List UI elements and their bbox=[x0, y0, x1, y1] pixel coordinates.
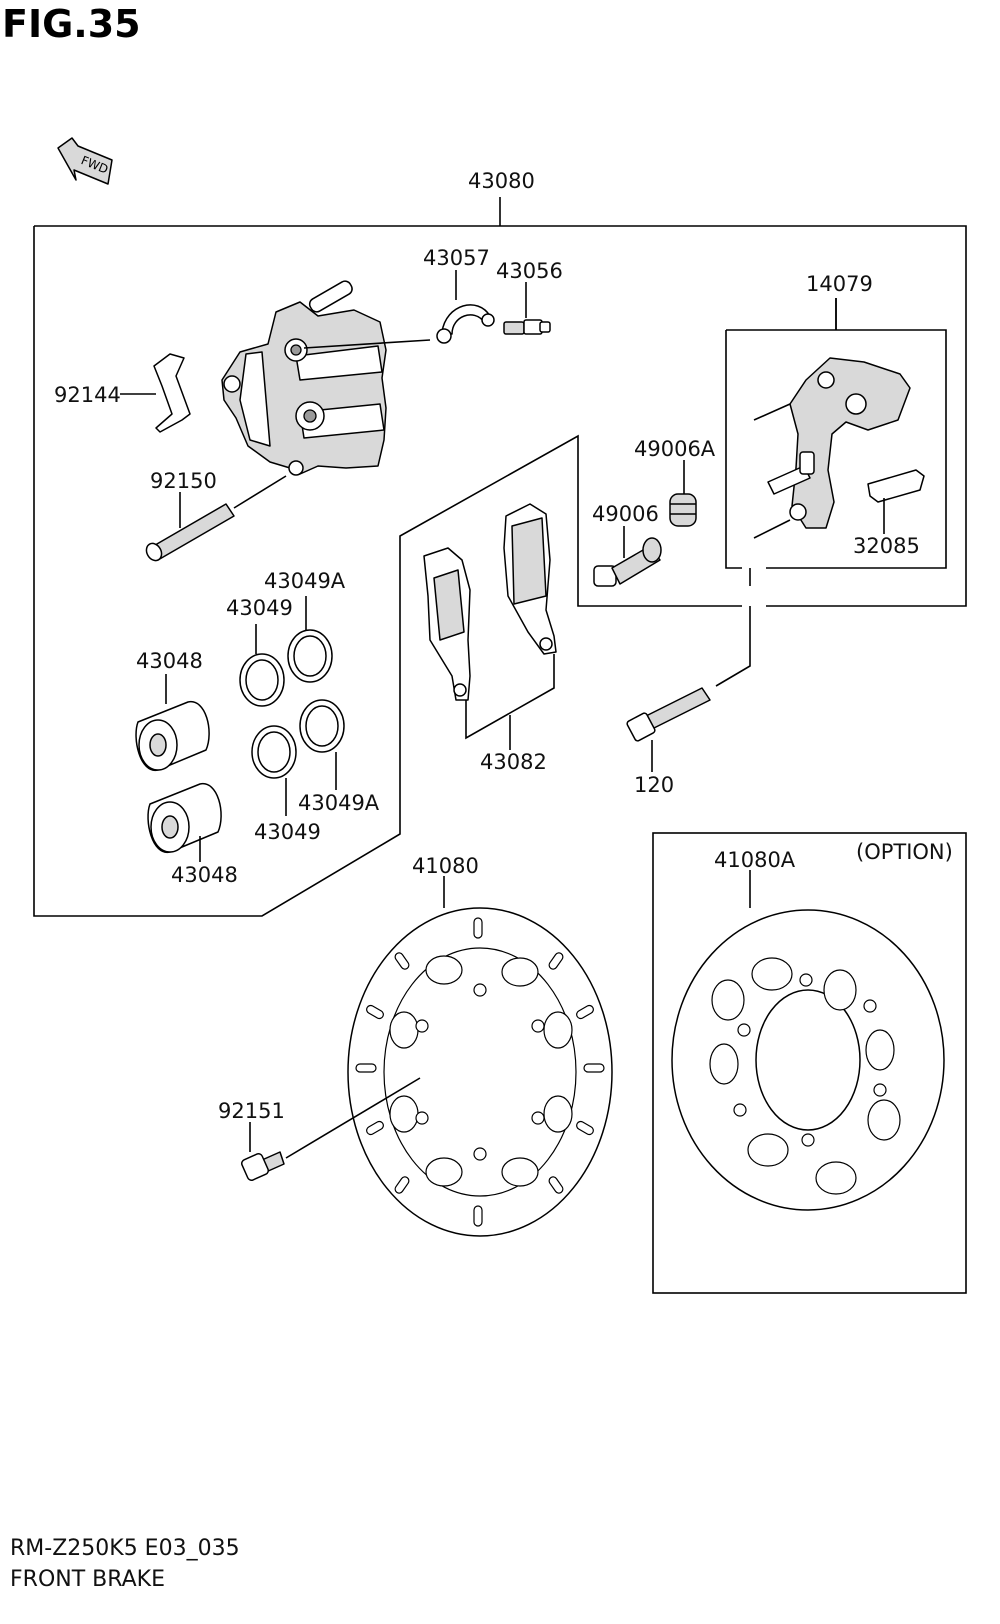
part-43082-pads bbox=[423, 503, 557, 750]
part-41080-disc bbox=[347, 876, 613, 1237]
callout-120: 120 bbox=[634, 773, 674, 797]
footer-model-code: RM-Z250K5 E03_035 bbox=[10, 1536, 240, 1561]
part-92150 bbox=[145, 475, 287, 562]
part-43048-pistons bbox=[135, 674, 222, 862]
callout-32085: 32085 bbox=[853, 534, 920, 558]
disc-41080-bolt-holes bbox=[415, 983, 545, 1161]
part-92151-bolt bbox=[241, 1077, 421, 1181]
callout-43080: 43080 bbox=[468, 169, 535, 193]
callout-43049-top: 43049 bbox=[226, 596, 293, 620]
caliper-assembly-outline bbox=[33, 197, 967, 917]
callout-43048-bottom: 43048 bbox=[171, 863, 238, 887]
option-outline bbox=[652, 832, 967, 1294]
part-43049-seals bbox=[239, 596, 345, 816]
callout-43082: 43082 bbox=[480, 750, 547, 774]
footer-section-name: FRONT BRAKE bbox=[10, 1567, 166, 1592]
part-120-bolt bbox=[626, 568, 751, 772]
caliper-body bbox=[221, 280, 431, 476]
callout-41080: 41080 bbox=[412, 854, 479, 878]
bracket-outline bbox=[725, 298, 947, 569]
callout-92151: 92151 bbox=[218, 1099, 285, 1123]
part-41080A-disc bbox=[671, 870, 945, 1211]
figure-title: FIG.35 bbox=[2, 2, 141, 46]
callout-41080A: 41080A bbox=[714, 848, 796, 872]
callout-43049A-top: 43049A bbox=[264, 569, 346, 593]
callout-92144: 92144 bbox=[54, 383, 121, 407]
disc-41080A-windows bbox=[709, 957, 901, 1195]
part-49006A bbox=[669, 460, 697, 527]
part-43057 bbox=[436, 270, 495, 344]
part-32085 bbox=[867, 469, 925, 534]
callout-43056: 43056 bbox=[496, 259, 563, 283]
part-92144 bbox=[120, 353, 191, 433]
callout-43049-bottom: 43049 bbox=[254, 820, 321, 844]
disc-41080-windows bbox=[389, 955, 573, 1187]
part-49006 bbox=[593, 526, 662, 587]
callout-43049A-bottom: 43049A bbox=[298, 791, 380, 815]
part-43056 bbox=[503, 282, 551, 335]
callout-43048-top: 43048 bbox=[136, 649, 203, 673]
option-label: (OPTION) bbox=[856, 840, 953, 864]
callout-43057: 43057 bbox=[423, 246, 490, 270]
fwd-arrow-icon: FWD bbox=[57, 137, 113, 185]
callout-49006A: 49006A bbox=[634, 437, 716, 461]
disc-41080A-bolt-holes bbox=[733, 973, 887, 1147]
disc-41080-slots bbox=[355, 917, 605, 1227]
part-14079-bracket bbox=[753, 298, 911, 539]
callout-92150: 92150 bbox=[150, 469, 217, 493]
callout-14079: 14079 bbox=[806, 272, 873, 296]
callout-49006: 49006 bbox=[592, 502, 659, 526]
